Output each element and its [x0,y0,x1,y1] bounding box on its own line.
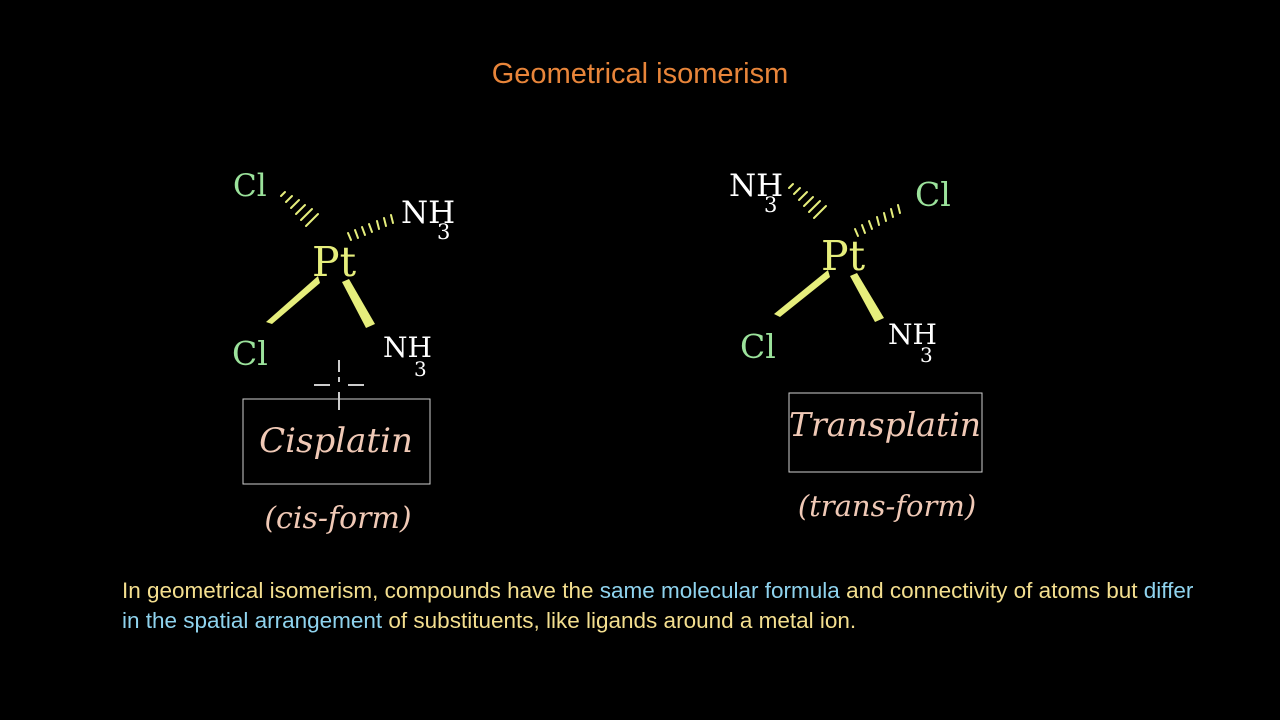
cis-center-atom: Pt [312,238,357,286]
trans-ligand-bottom-right-subscript: 3 [920,343,933,367]
caption-highlight-2: differ in the spatial arrangement [122,578,1194,633]
cis-ligand-top-left: Cl [233,168,267,204]
trans-wedge-bottom-left [774,270,830,317]
cis-name: Cisplatin [259,421,413,461]
trans-ligand-bottom-left: Cl [740,327,776,366]
trans-name: Transplatin [789,405,981,444]
crosshair-cursor-icon [314,360,364,410]
cis-ligand-top-right: NH [401,195,455,231]
cis-ligand-bottom-right: NH [383,331,432,364]
cis-structure: Cl NH 3 Pt Cl NH 3 Cisplatin (cis-form) [232,168,455,536]
caption-highlight-1: same molecular formula [599,578,840,603]
cis-name-box [242,398,431,485]
trans-ligand-bottom-right: NH [888,318,937,351]
trans-hashed-bond-top-right [854,204,901,237]
trans-structure: NH 3 Cl Pt Cl NH 3 Transplatin (trans-fo… [729,168,983,523]
caption-text-1: In geometrical isomerism, compounds have… [122,578,600,603]
cis-ligand-bottom-left: Cl [232,334,268,373]
cis-form-label: (cis-form) [264,501,411,536]
caption-paragraph: In geometrical isomerism, compounds have… [122,576,1202,636]
isomer-diagram: Cl NH 3 Pt Cl NH 3 Cisplatin (cis-form) [232,168,983,536]
trans-ligand-top-left-subscript: 3 [764,193,777,217]
trans-name-box [788,392,983,473]
cis-hashed-bond-top-right [347,214,394,241]
trans-ligand-top-left: NH [729,168,783,204]
trans-ligand-top-right: Cl [915,175,951,214]
slide-title: Geometrical isomerism [491,58,789,90]
trans-wedge-bottom-right [850,273,884,322]
caption-text-3: of substituents, like ligands around a m… [382,608,857,633]
cis-ligand-bottom-right-subscript: 3 [414,357,427,381]
trans-center-atom: Pt [821,232,866,280]
trans-form-label: (trans-form) [798,489,976,523]
cis-wedge-bottom-left [266,276,320,324]
cis-wedge-bottom-right [342,279,375,328]
cis-hashed-bond-top-left [280,191,319,227]
trans-hashed-bond-top-left [788,183,827,219]
cis-ligand-top-right-subscript: 3 [437,220,450,244]
caption-text-2: and connectivity of atoms but [839,578,1144,603]
